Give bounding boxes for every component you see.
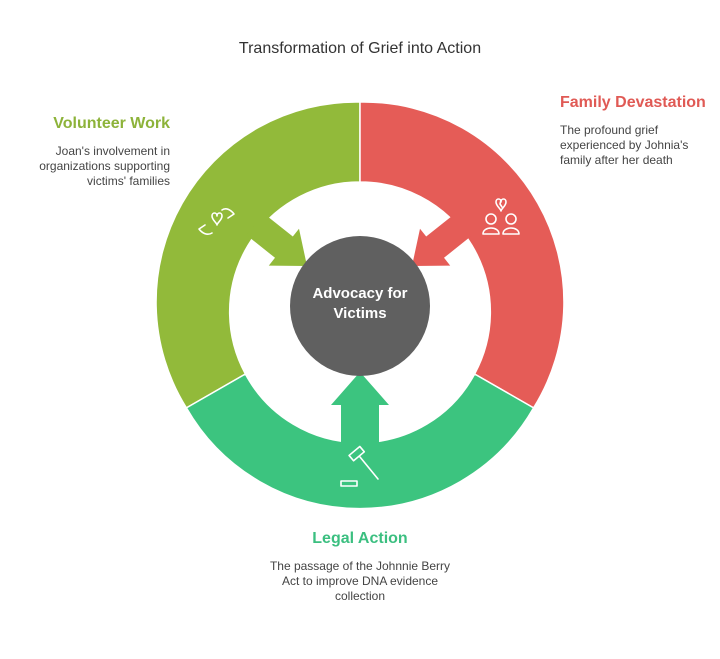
center-circle	[290, 236, 430, 376]
legal-title: Legal Action	[312, 530, 408, 547]
volunteer-title: Volunteer Work	[53, 115, 170, 132]
volunteer-label-block: Volunteer Work Joan's involvement in org…	[20, 113, 170, 189]
legal-description: The passage of the Johnnie Berry Act to …	[269, 559, 451, 603]
legal-arrow	[331, 372, 389, 450]
volunteer-segment	[155, 101, 361, 409]
volunteer-arrow	[246, 213, 307, 266]
family-description: The profound grief experienced by Johnia…	[560, 123, 689, 167]
family-title: Family Devastation	[560, 94, 706, 111]
volunteer-description: Joan's involvement in organizations supp…	[39, 144, 170, 188]
legal-label-block: Legal Action The passage of the Johnnie …	[260, 528, 460, 604]
center-label: Advocacy for Victims	[312, 285, 408, 322]
hands-heart-icon	[198, 207, 235, 236]
gavel-icon	[340, 445, 379, 487]
grieving-family-icon	[482, 198, 520, 235]
family-arrow	[412, 213, 473, 266]
legal-segment	[185, 372, 535, 510]
page-title: Transformation of Grief into Action	[238, 40, 482, 57]
family-segment	[359, 101, 565, 409]
family-label-block: Family Devastation The profound grief ex…	[560, 92, 710, 168]
